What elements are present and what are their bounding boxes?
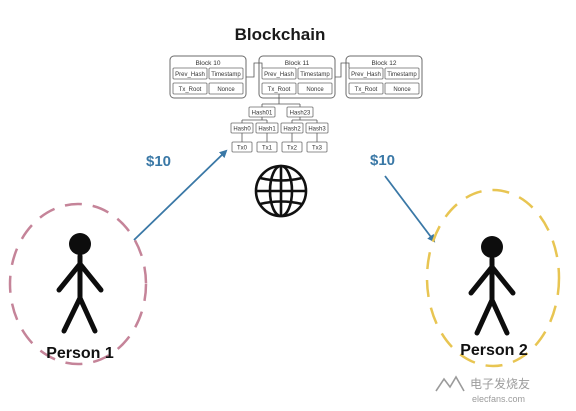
timestamp-field: Timestamp [387,72,417,78]
globe-icon [254,164,308,218]
diagram-title: Blockchain [235,25,326,44]
nonce-field: Nonce [306,87,324,93]
person-2-ring [425,188,561,368]
block-label: Block 12 [372,60,397,67]
transfer-amount-left: $10 [146,153,171,170]
tx-root-field: Tx_Root [179,87,202,93]
hash01-node: Hash01 [252,111,273,117]
watermark: 电子发烧友 elecfans.com [435,375,530,404]
hash1-node: Hash1 [258,127,276,133]
block-11: Block 11 Prev_Hash Timestamp Tx_Root Non… [258,55,336,99]
tx-root-field: Tx_Root [355,87,378,93]
prev-hash-field: Prev_Hash [175,72,205,78]
nonce-field: Nonce [217,87,235,93]
person-1-figure [56,233,104,334]
block-label: Block 11 [285,60,310,67]
tx0-node: Tx0 [237,146,248,152]
block-label: Block 10 [196,60,221,67]
hash0-node: Hash0 [233,127,251,133]
hash3-node: Hash3 [308,127,326,133]
prev-hash-field: Prev_Hash [264,72,294,78]
merkle-tree: Hash01 Hash23 Hash0 Hash1 Hash2 Hash3 Tx… [230,94,329,153]
person-2-figure [468,236,516,336]
watermark-logo-icon [435,375,465,392]
timestamp-field: Timestamp [300,72,330,78]
chain-links [246,62,350,78]
nonce-field: Nonce [393,87,411,93]
tx2-node: Tx2 [287,146,298,152]
tx1-node: Tx1 [262,146,273,152]
person-2: Person 2 [425,188,561,368]
tx-root-field: Tx_Root [268,87,291,93]
timestamp-field: Timestamp [211,72,241,78]
person-1-label: Person 1 [46,345,114,362]
block-12: Block 12 Prev_Hash Timestamp Tx_Root Non… [345,55,423,99]
watermark-line1: 电子发烧友 [470,376,530,391]
transfer-arrow-right [384,175,436,243]
watermark-line2: elecfans.com [472,394,525,404]
tx3-node: Tx3 [312,146,323,152]
person-1: Person 1 [8,202,148,366]
hash23-node: Hash23 [290,111,311,117]
transfer-arrow-left [133,149,228,241]
person-2-label: Person 2 [460,342,528,359]
person-1-ring [8,202,148,366]
hash2-node: Hash2 [283,127,301,133]
transfer-amount-right: $10 [370,152,395,169]
prev-hash-field: Prev_Hash [351,72,381,78]
block-10: Block 10 Prev_Hash Timestamp Tx_Root Non… [169,55,247,99]
